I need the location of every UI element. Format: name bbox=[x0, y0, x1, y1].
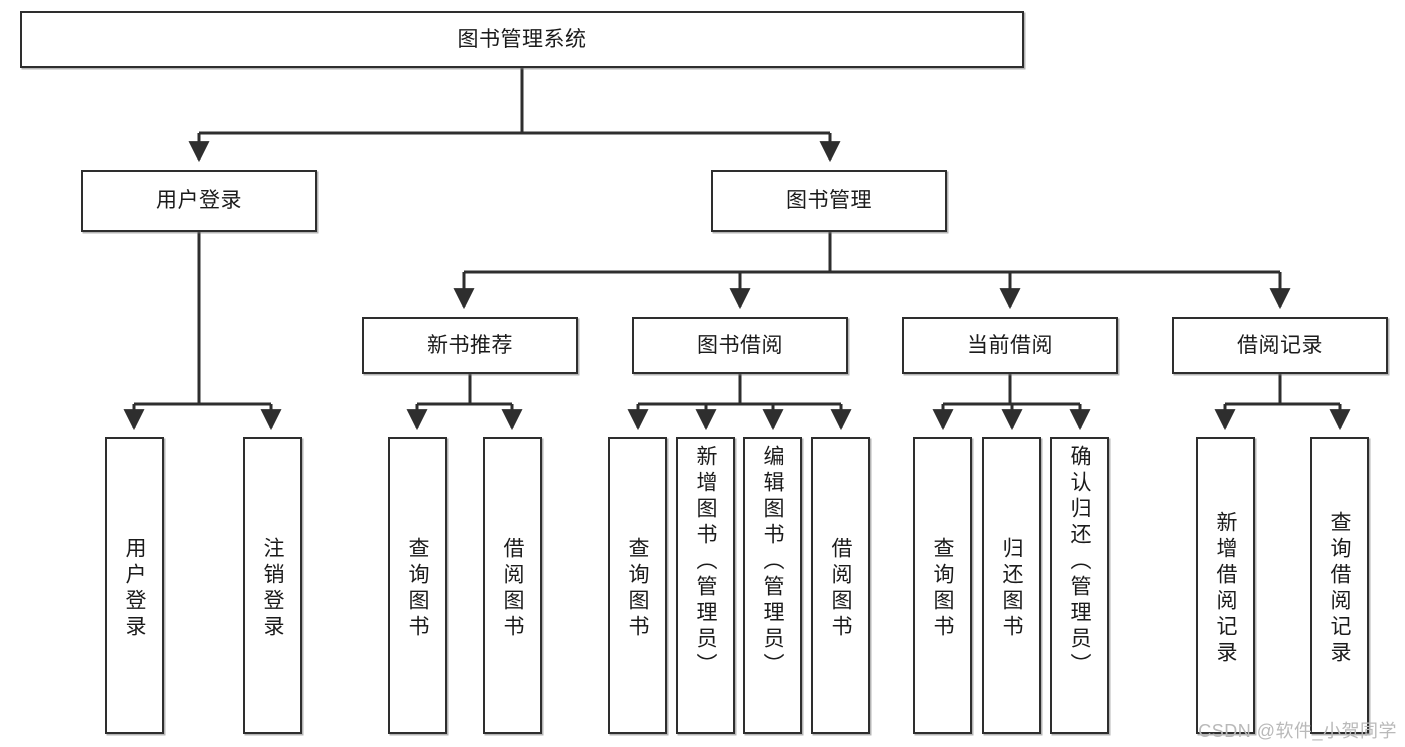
leaf-current-return-book[interactable]: 归还图书 bbox=[982, 437, 1041, 734]
node-label: 图书管理 bbox=[786, 189, 872, 213]
leaf-record-query-record[interactable]: 查询借阅记录 bbox=[1310, 437, 1369, 734]
node-new-book-recommend[interactable]: 新书推荐 bbox=[362, 317, 578, 374]
node-label: 归还图书 bbox=[1000, 536, 1023, 641]
leaf-new-book-borrow[interactable]: 借阅图书 bbox=[483, 437, 542, 734]
leaf-user-login-logout[interactable]: 注销登录 bbox=[243, 437, 302, 734]
leaf-record-add-record[interactable]: 新增借阅记录 bbox=[1196, 437, 1255, 734]
node-book-management[interactable]: 图书管理 bbox=[711, 170, 947, 232]
node-label: 确认归还（管理员） bbox=[1068, 445, 1091, 679]
node-current-borrow[interactable]: 当前借阅 bbox=[902, 317, 1118, 374]
leaf-current-query-book[interactable]: 查询图书 bbox=[913, 437, 972, 734]
node-label: 新增图书（管理员） bbox=[694, 445, 717, 679]
node-user-login[interactable]: 用户登录 bbox=[81, 170, 317, 232]
node-label: 用户登录 bbox=[156, 189, 242, 213]
csdn-watermark: CSDN @软件_小贺同学 bbox=[1198, 721, 1397, 741]
node-label: 新书推荐 bbox=[427, 333, 513, 357]
node-label: 当前借阅 bbox=[967, 333, 1053, 357]
node-label: 借阅图书 bbox=[829, 536, 852, 641]
node-label: 查询图书 bbox=[626, 536, 649, 641]
node-book-borrow[interactable]: 图书借阅 bbox=[632, 317, 848, 374]
leaf-new-book-query[interactable]: 查询图书 bbox=[388, 437, 447, 734]
leaf-borrow-borrow-book[interactable]: 借阅图书 bbox=[811, 437, 870, 734]
node-label: 图书借阅 bbox=[697, 333, 783, 357]
leaf-borrow-add-book-admin[interactable]: 新增图书（管理员） bbox=[676, 437, 735, 734]
leaf-borrow-edit-book-admin[interactable]: 编辑图书（管理员） bbox=[743, 437, 802, 734]
leaf-user-login-login[interactable]: 用户登录 bbox=[105, 437, 164, 734]
node-label: 查询图书 bbox=[931, 536, 954, 641]
node-label: 新增借阅记录 bbox=[1214, 510, 1237, 667]
node-label: 查询借阅记录 bbox=[1328, 510, 1351, 667]
leaf-current-confirm-return-admin[interactable]: 确认归还（管理员） bbox=[1050, 437, 1109, 734]
node-label: 编辑图书（管理员） bbox=[761, 445, 784, 679]
node-label: 用户登录 bbox=[123, 536, 146, 641]
node-label: 查询图书 bbox=[406, 536, 429, 641]
node-root-system[interactable]: 图书管理系统 bbox=[20, 11, 1024, 68]
node-label: 借阅记录 bbox=[1237, 333, 1323, 357]
node-label: 图书管理系统 bbox=[457, 27, 587, 51]
leaf-borrow-query-book[interactable]: 查询图书 bbox=[608, 437, 667, 734]
node-label: 注销登录 bbox=[261, 536, 284, 641]
node-borrow-record[interactable]: 借阅记录 bbox=[1172, 317, 1388, 374]
node-label: 借阅图书 bbox=[501, 536, 524, 641]
